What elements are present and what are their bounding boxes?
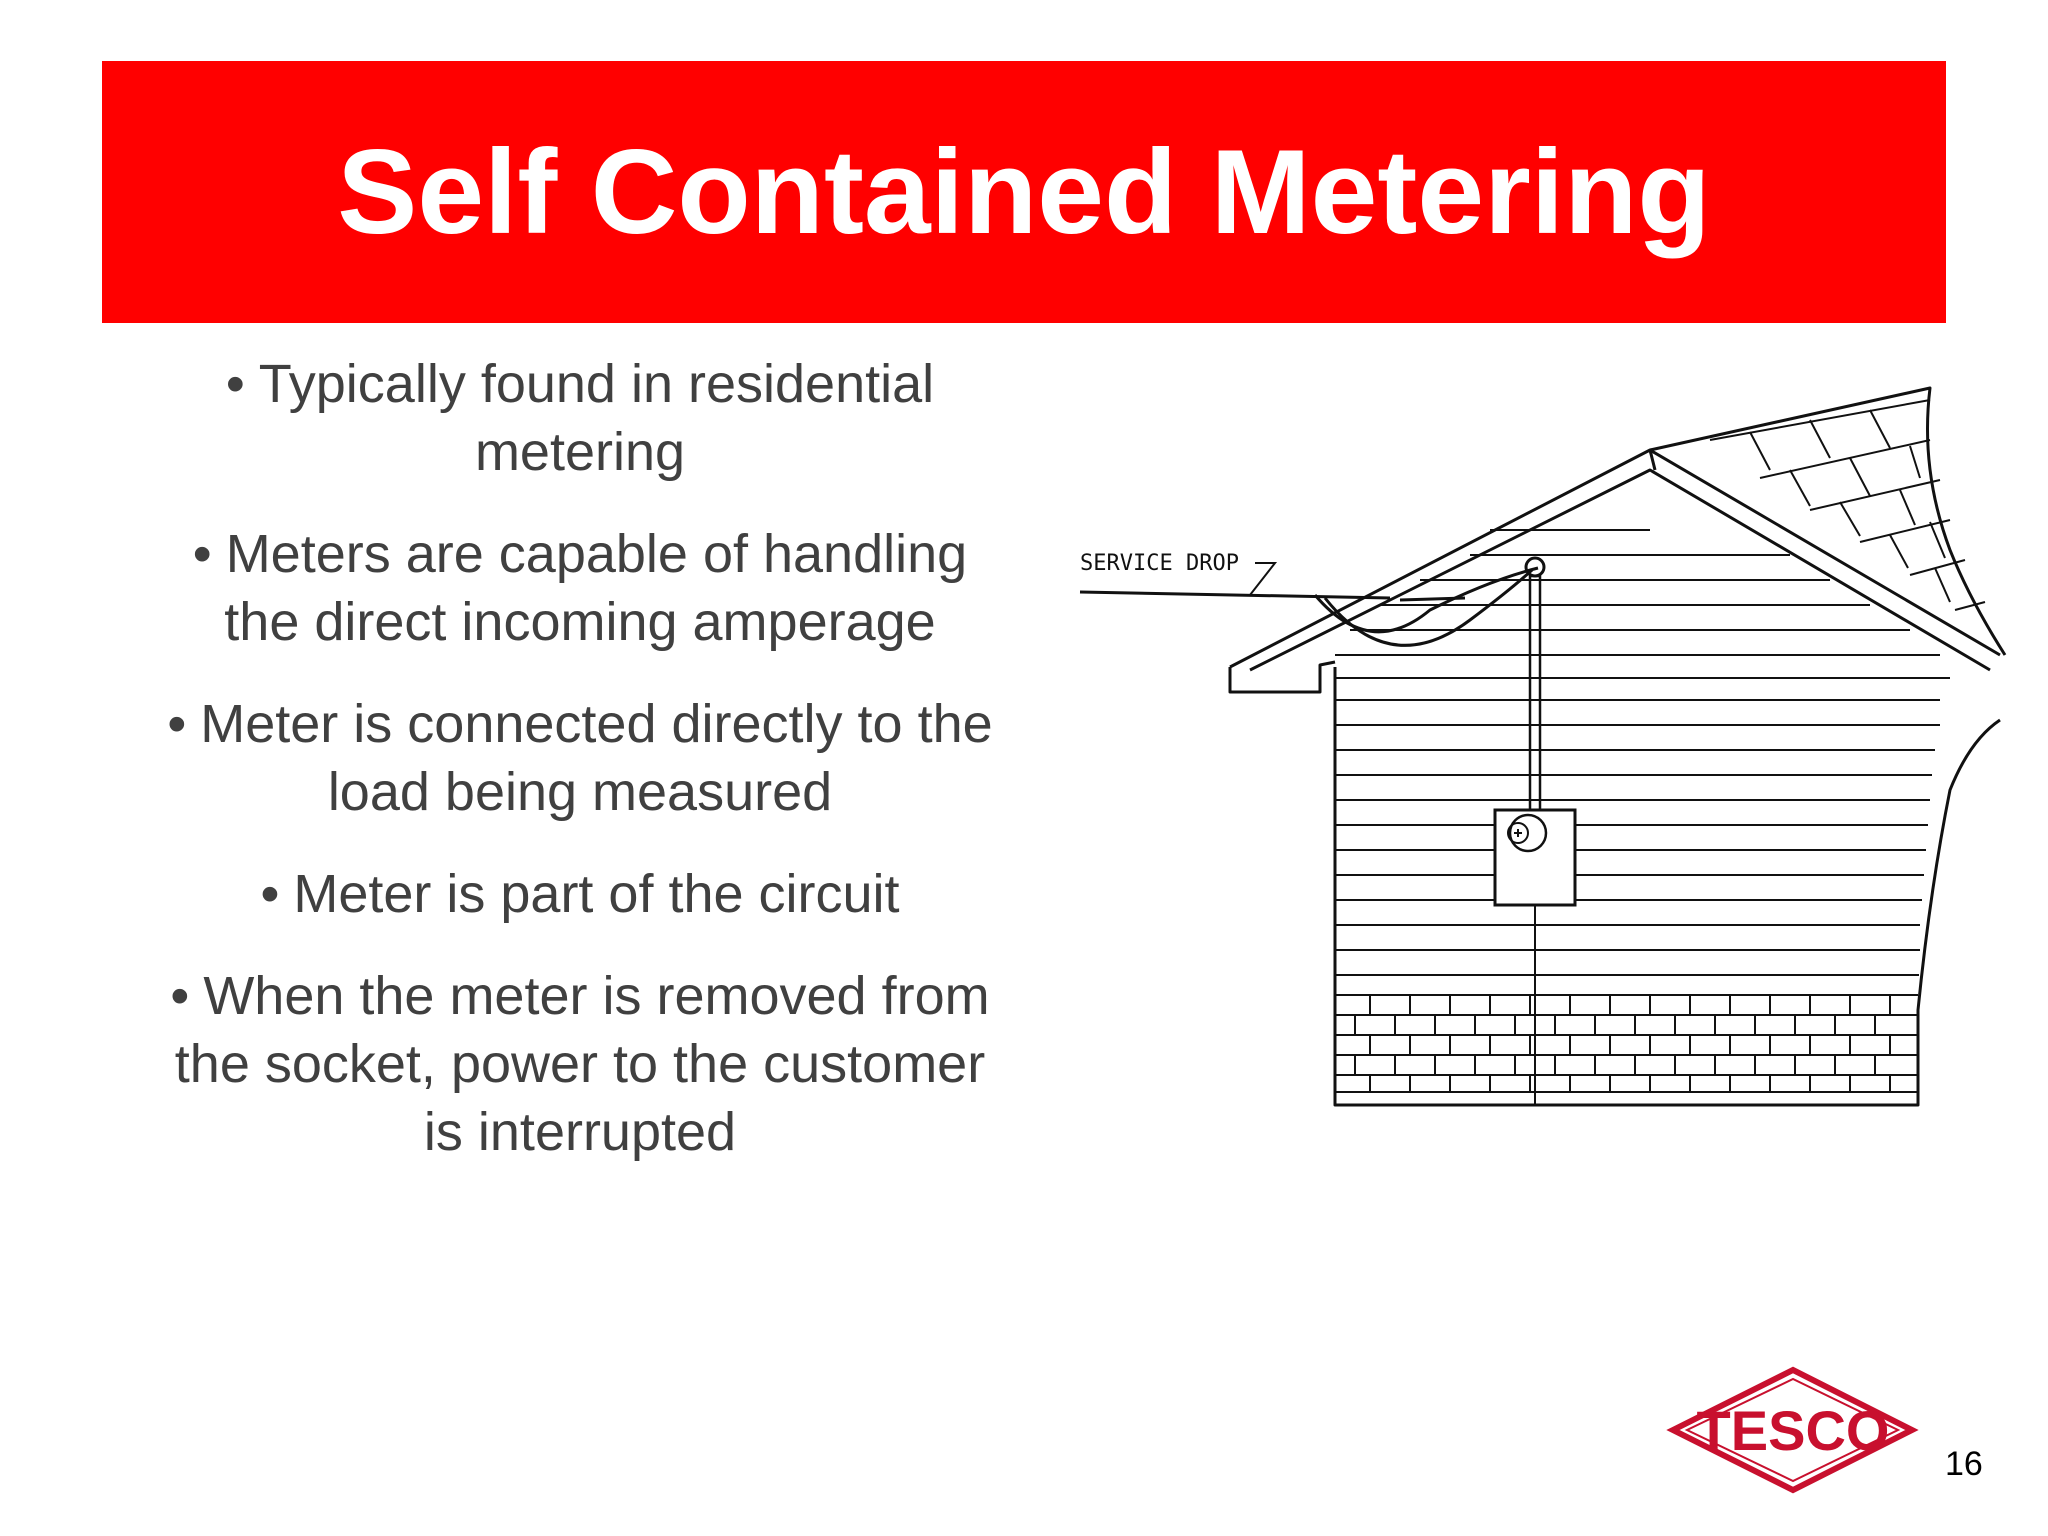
roof-slope-ridge (1648, 449, 1657, 471)
meter-icon (1508, 813, 1548, 853)
roof-slope-inner (1249, 468, 1991, 672)
bullet-dot: • (225, 354, 245, 414)
tesco-logo: TESCO (1666, 1366, 1919, 1494)
bullet-text: Meters are capable of handling the direc… (224, 524, 968, 652)
meter-socket (1493, 808, 1577, 907)
bullet-dot: • (192, 524, 212, 584)
title-bar: Self Contained Metering (102, 61, 1946, 323)
bullet-text: Meter is connected directly to the load … (200, 694, 993, 822)
slide-title: Self Contained Metering (337, 125, 1711, 259)
bullet-list: •Typically found in residential metering… (150, 350, 1010, 1200)
bullet-text: Typically found in residential metering (258, 354, 935, 482)
bullet-item: •Meter is part of the circuit (150, 860, 1010, 928)
house-illustration: SERVICE DROP (1079, 386, 2007, 1107)
roof-back (1649, 386, 2007, 656)
bullet-text: Meter is part of the circuit (293, 864, 900, 924)
bullet-dot: • (170, 966, 190, 1026)
logo-text: TESCO (1697, 1399, 1890, 1462)
roof-eave (1228, 660, 1336, 694)
weatherhead (1524, 556, 1546, 578)
page-number: 16 (1945, 1445, 1983, 1483)
house-wall (1333, 667, 2001, 1107)
bullet-text: When the meter is removed from the socke… (174, 966, 990, 1162)
bullet-dot: • (167, 694, 187, 754)
bullet-item: •Typically found in residential metering (150, 350, 1010, 486)
roof-shingles (1709, 399, 1986, 611)
service-drop-label: SERVICE DROP (1080, 551, 1239, 576)
bullet-item: •When the meter is removed from the sock… (150, 962, 1010, 1166)
bullet-dot: • (260, 864, 280, 924)
wall-siding (1335, 529, 1950, 976)
service-drop-wire (1079, 566, 1539, 647)
roof-slope-front (1229, 448, 2001, 669)
brick-foundation (1335, 994, 1918, 1093)
bullet-item: •Meter is connected directly to the load… (150, 690, 1010, 826)
label-leader (1249, 562, 1278, 596)
bullet-item: •Meters are capable of handling the dire… (150, 520, 1010, 656)
